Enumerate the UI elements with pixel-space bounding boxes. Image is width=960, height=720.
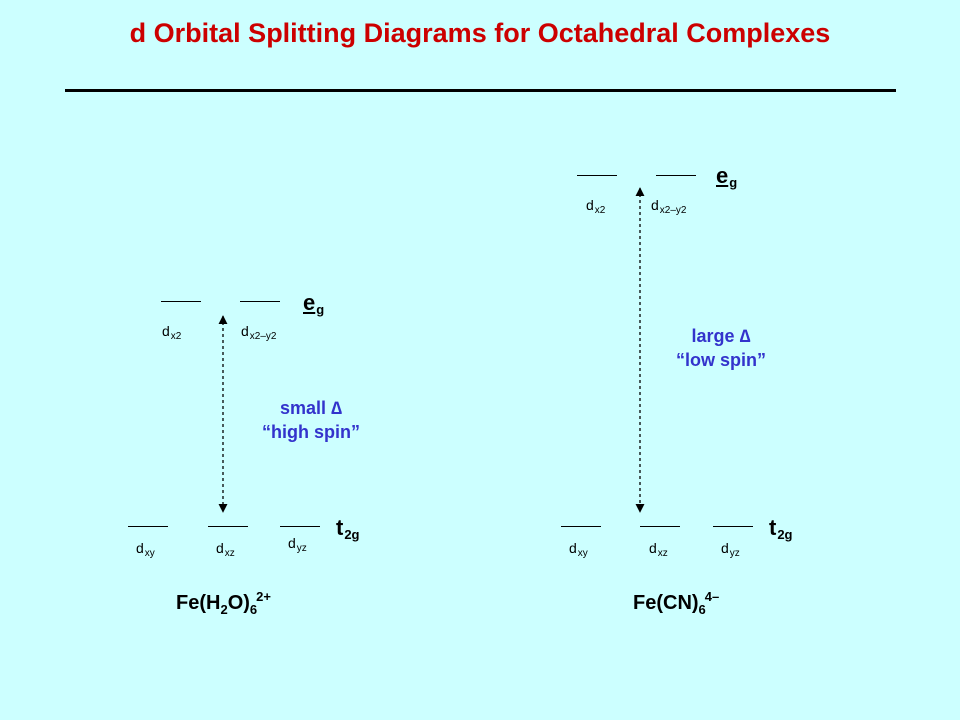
- right-delta-label: large ∆: [691, 326, 751, 346]
- left-orbital-dx2y2: dx2–y2: [241, 323, 277, 342]
- right-orbital-dx2y2: dx2–y2: [651, 197, 687, 216]
- right-orbital-dxy: dxy: [569, 540, 588, 559]
- right-orbital-dz2: dx2: [586, 197, 606, 216]
- right-delta-annotation: large ∆ “low spin”: [651, 324, 791, 372]
- left-t2g-level-dxz: [208, 526, 248, 527]
- right-eg-level-dx2y2: [656, 175, 696, 176]
- left-orbital-dz2: dx2: [162, 323, 182, 342]
- left-delta-annotation: small ∆ “high spin”: [236, 396, 386, 444]
- left-complex-formula: Fe(H2O)62+: [176, 589, 271, 617]
- right-eg-level-dz2: [577, 175, 617, 176]
- right-complex-formula: Fe(CN)64–: [633, 589, 720, 617]
- right-t2g-level-dyz: [713, 526, 753, 527]
- left-t2g-level-dxy: [128, 526, 168, 527]
- right-orbital-dyz: dyz: [721, 540, 740, 559]
- left-delta-label: small ∆: [279, 398, 343, 418]
- left-orbital-dxz: dxz: [216, 540, 235, 559]
- right-spin-label: “low spin”: [676, 350, 766, 370]
- left-eg-symbol: eg: [303, 290, 325, 317]
- left-orbital-dyz: dyz: [288, 535, 307, 554]
- right-t2g-symbol: t2g: [769, 515, 793, 542]
- left-eg-level-dz2: [161, 301, 201, 302]
- left-t2g-symbol: t2g: [336, 515, 360, 542]
- right-eg-symbol: eg: [716, 163, 738, 190]
- left-t2g-level-dyz: [280, 526, 320, 527]
- right-orbital-dxz: dxz: [649, 540, 668, 559]
- title-underline: [65, 89, 896, 92]
- left-eg-level-dx2y2: [240, 301, 280, 302]
- page-title: d Orbital Splitting Diagrams for Octahed…: [129, 18, 831, 48]
- left-orbital-dxy: dxy: [136, 540, 155, 559]
- right-t2g-level-dxz: [640, 526, 680, 527]
- left-spin-label: “high spin”: [262, 422, 360, 442]
- right-t2g-level-dxy: [561, 526, 601, 527]
